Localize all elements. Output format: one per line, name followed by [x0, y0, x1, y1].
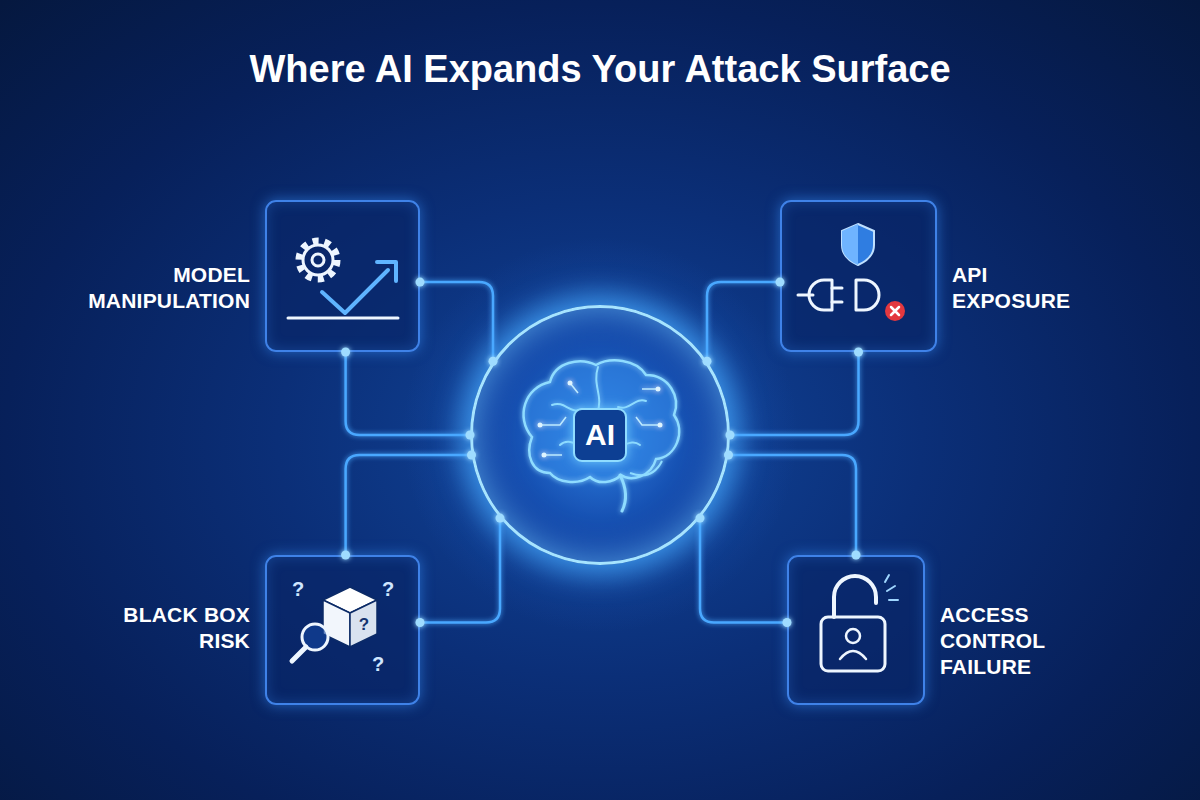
connector-line: [730, 352, 859, 435]
question-mark: ?: [292, 579, 304, 599]
risk-label: BLACK BOX RISK: [118, 602, 250, 654]
connector-line: [346, 352, 470, 435]
question-mark: ?: [382, 579, 394, 599]
connector-line: [707, 282, 780, 361]
connector-dot: [854, 348, 863, 357]
black-box-icon: [265, 555, 420, 705]
baseline: [288, 317, 398, 320]
connector-line: [700, 518, 787, 622]
connector-dot: [852, 551, 861, 560]
circuit-node: [568, 381, 573, 386]
connector-dot: [726, 431, 735, 440]
question-mark: ?: [359, 616, 369, 633]
question-mark: ?: [372, 654, 384, 674]
plug-cord: [798, 294, 813, 297]
circuit-node: [656, 387, 661, 392]
connector-dot: [776, 278, 785, 287]
connector-line: [729, 455, 857, 555]
connector-line: [420, 518, 500, 622]
connector-dot: [341, 348, 350, 357]
api-icon: [780, 200, 937, 352]
connector-dot: [416, 618, 425, 627]
core-circle: AI: [470, 305, 730, 565]
connector-dot: [696, 514, 705, 523]
risk-label: API EXPOSURE: [952, 262, 1070, 314]
manipulation-icon: [265, 200, 420, 352]
risk-label: ACCESS CONTROL FAILURE: [940, 602, 1130, 680]
shield: [842, 224, 874, 265]
connector-dot: [724, 451, 733, 460]
connector-dot: [466, 431, 475, 440]
lock-icon: [787, 555, 925, 705]
connector-line: [420, 282, 493, 361]
connector-line: [346, 455, 472, 555]
circuit-node: [542, 453, 547, 458]
connector-dot: [783, 618, 792, 627]
diagram-title: Where AI Expands Your Attack Surface: [0, 46, 1200, 92]
circuit-node: [658, 423, 663, 428]
error-cross: [891, 307, 899, 315]
connector-dot: [416, 278, 425, 287]
connector-dot: [467, 451, 476, 460]
risk-box: API EXPOSURE: [780, 200, 937, 352]
connector-dot: [489, 357, 498, 366]
circuit-node: [538, 423, 543, 428]
risk-label: MODEL MANIPULATION: [60, 262, 250, 314]
connector-dot: [341, 551, 350, 560]
error-badge: [885, 301, 905, 321]
connector-dot: [703, 357, 712, 366]
connector-dot: [496, 514, 505, 523]
core-chip-label: AI: [573, 408, 627, 462]
